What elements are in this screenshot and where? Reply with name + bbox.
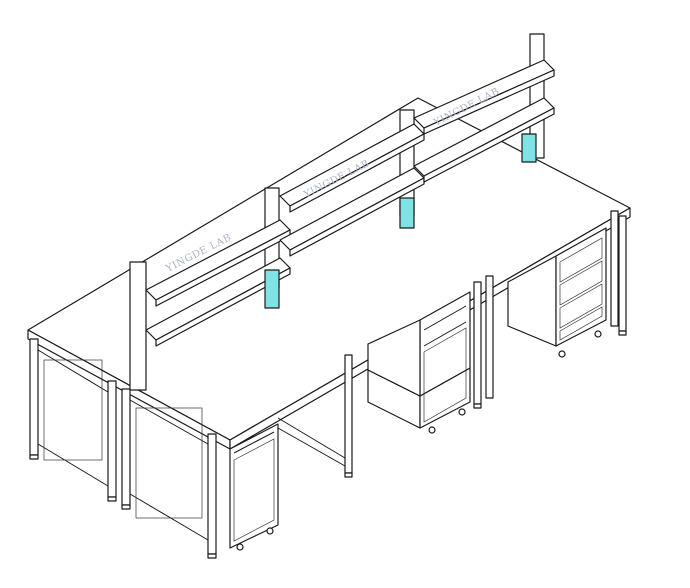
- mobile-cabinet-2: [367, 291, 471, 434]
- frame-middle: [277, 354, 353, 478]
- shelf-lower: [145, 97, 555, 347]
- mobile-cabinet-3: [507, 227, 607, 358]
- service-channels: [264, 133, 537, 309]
- shelf-upper: [145, 59, 555, 307]
- mobile-cabinet-1: [229, 423, 279, 551]
- frame-right: [473, 210, 627, 409]
- frame-left-end: [29, 338, 217, 559]
